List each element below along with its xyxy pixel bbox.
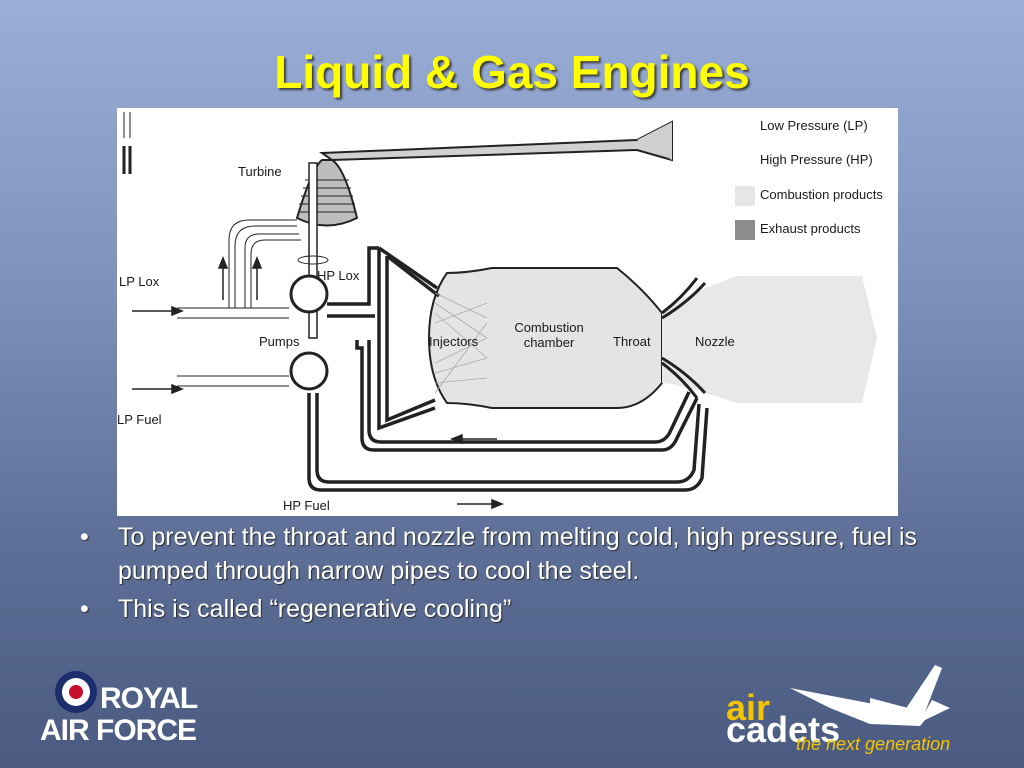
exhaust-plume-top <box>319 120 673 162</box>
legend-label-combustion: Combustion products <box>760 187 883 202</box>
exhaust-plume-nozzle <box>662 276 877 403</box>
raf-logo-line1: ROYAL <box>100 682 198 715</box>
bullet-text: This is called “regenerative cooling” <box>118 595 512 623</box>
air-cadets-tagline: the next generation <box>796 734 951 754</box>
raf-logo-line2: AIR FORCE <box>40 714 197 747</box>
lp-lox-label: LP Lox <box>119 274 160 289</box>
throat-label: Throat <box>613 334 651 349</box>
combustion-chamber <box>427 267 663 409</box>
bullet-item: • To prevent the throat and nozzle from … <box>78 520 978 588</box>
legend-label-hp: High Pressure (HP) <box>760 152 873 167</box>
lox-pump <box>289 274 329 314</box>
engine-schematic <box>132 120 877 510</box>
bullet-list: • To prevent the throat and nozzle from … <box>78 520 978 630</box>
turbine-label: Turbine <box>238 164 282 179</box>
nozzle-label: Nozzle <box>695 334 735 349</box>
bullet-marker: • <box>80 523 89 551</box>
slide-title: Liquid & Gas Engines <box>274 46 750 98</box>
combustion-chamber-label-line2: chamber <box>523 335 575 350</box>
low-pressure-icon <box>123 112 131 138</box>
combustion-chamber-label: Combustion chamber <box>505 320 593 350</box>
raf-logo: ROYAL AIR FORCE <box>40 670 210 750</box>
air-cadets-word2: cadets <box>726 709 841 750</box>
bullet-text: To prevent the throat and nozzle from me… <box>118 523 918 585</box>
bullet-item: • This is called “regenerative cooling” <box>78 592 978 626</box>
hp-lox-label: HP Lox <box>317 268 360 283</box>
pumps-label: Pumps <box>259 334 300 349</box>
legend-label-lp: Low Pressure (LP) <box>760 118 868 133</box>
rocket-engine-diagram: Turbine LP Lox HP Lox Pumps LP Fuel Inje… <box>117 108 898 516</box>
combustion-chamber-label-line1: Combustion <box>514 320 584 335</box>
legend-label-exhaust: Exhaust products <box>760 221 861 236</box>
aircraft-icon <box>790 665 950 726</box>
injectors-label: Injectors <box>429 334 479 349</box>
raf-roundel-icon <box>55 671 97 713</box>
air-cadets-logo: air cadets the next generation <box>720 660 1010 760</box>
exhaust-swatch-icon <box>735 220 755 240</box>
lp-fuel-label: LP Fuel <box>117 412 162 427</box>
bullet-marker: • <box>80 595 89 623</box>
air-cadets-word1: air <box>726 687 771 728</box>
turbine <box>295 159 359 227</box>
high-pressure-icon <box>122 146 132 174</box>
hp-fuel-label: HP Fuel <box>283 498 330 513</box>
fuel-pump <box>289 351 329 391</box>
combustion-swatch-icon <box>735 186 755 206</box>
